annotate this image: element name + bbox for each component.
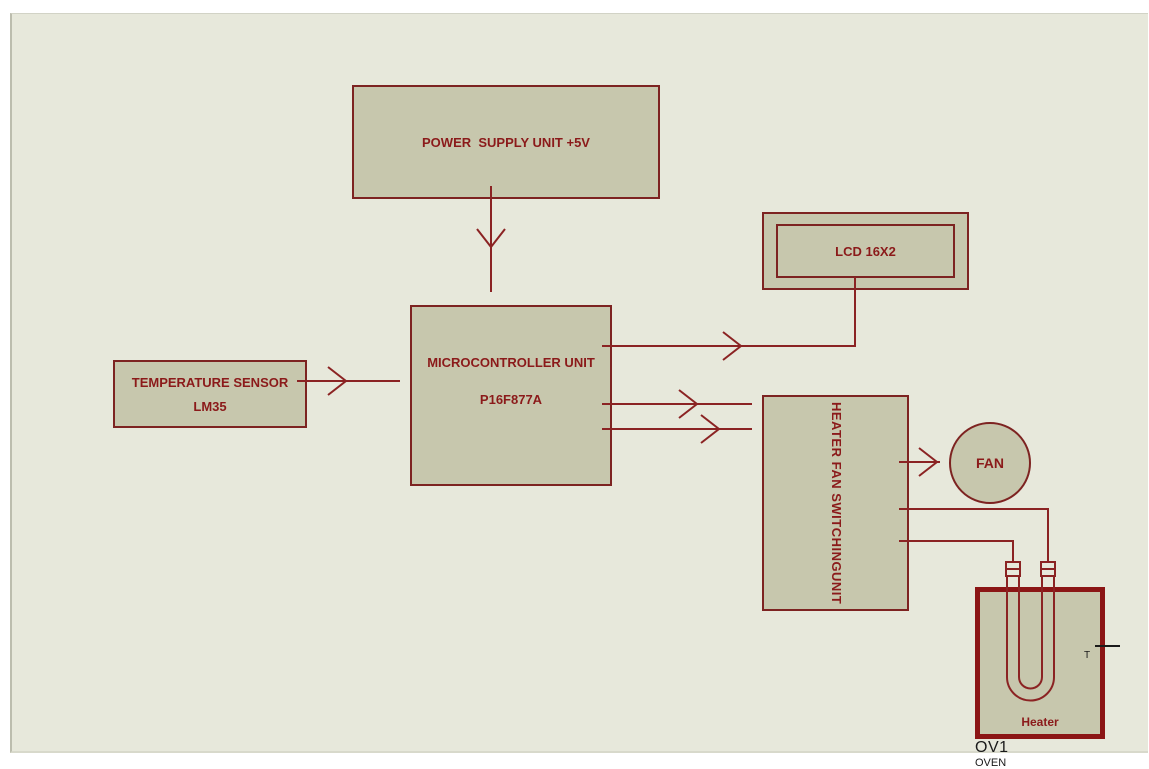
heater-terminal-left[interactable]	[1005, 561, 1021, 577]
lcd-inner-frame: LCD 16X2	[776, 224, 955, 278]
wire-mcu-to-switching-unit-1[interactable]	[602, 389, 752, 419]
oven-temperature-pin-label: T	[1084, 650, 1091, 661]
wire-mcu-to-switching-unit-2[interactable]	[602, 414, 752, 444]
block-fan[interactable]: FAN	[949, 422, 1031, 504]
block-microcontroller-unit[interactable]: MICROCONTROLLER UNIT P16F877A	[410, 305, 612, 486]
wire-sensor-to-mcu[interactable]	[297, 366, 400, 396]
arrowhead-right-icon	[918, 447, 939, 477]
oven-part-name: OVEN	[975, 757, 1007, 769]
arrowhead-right-icon	[700, 414, 721, 444]
lcd-label: LCD 16X2	[835, 243, 896, 259]
heater-terminal-right[interactable]	[1040, 561, 1056, 577]
oven-reference-designator: OV1	[975, 739, 1009, 756]
arrowhead-right-icon	[722, 331, 743, 361]
arrowhead-down-icon	[476, 228, 506, 249]
mcu-label-line2: P16F877A	[479, 391, 543, 407]
block-heater-fan-switching-unit[interactable]: HEATER FAN SWITCHING UNIT	[762, 395, 909, 611]
sensor-label-line2: LM35	[193, 398, 227, 414]
power-supply-label: POWER SUPPLY UNIT +5V	[422, 134, 590, 150]
block-power-supply-unit[interactable]: POWER SUPPLY UNIT +5V	[352, 85, 660, 199]
wire-switching-unit-to-heater-left[interactable]	[899, 540, 1014, 563]
block-temperature-sensor[interactable]: TEMPERATURE SENSOR LM35	[113, 360, 307, 428]
sensor-label-line1: TEMPERATURE SENSOR	[131, 374, 289, 390]
block-lcd-display[interactable]: LCD 16X2	[762, 212, 969, 290]
schematic-canvas[interactable]: POWER SUPPLY UNIT +5V MICROCONTROLLER UN…	[10, 13, 1148, 769]
wire-switching-unit-to-fan[interactable]	[899, 447, 940, 477]
switching-unit-label-line2: UNIT	[828, 571, 844, 605]
wiring-layer	[297, 186, 1120, 702]
wire-switching-unit-to-heater-right[interactable]	[899, 508, 1049, 563]
mcu-label-line1: MICROCONTROLLER UNIT	[427, 354, 595, 370]
block-oven[interactable]	[975, 587, 1105, 739]
switching-unit-label-line1: HEATER FAN SWITCHING	[828, 401, 844, 572]
heater-element-label: Heater	[1021, 715, 1059, 729]
wire-psu-to-mcu[interactable]	[476, 186, 506, 292]
arrowhead-right-icon	[327, 366, 348, 396]
switching-unit-vertical-label: HEATER FAN SWITCHING UNIT	[821, 397, 850, 609]
fan-label: FAN	[976, 455, 1004, 471]
wire-mcu-to-lcd[interactable]	[602, 277, 856, 361]
arrowhead-right-icon	[678, 389, 699, 419]
heater-element-icon	[1006, 568, 1055, 702]
